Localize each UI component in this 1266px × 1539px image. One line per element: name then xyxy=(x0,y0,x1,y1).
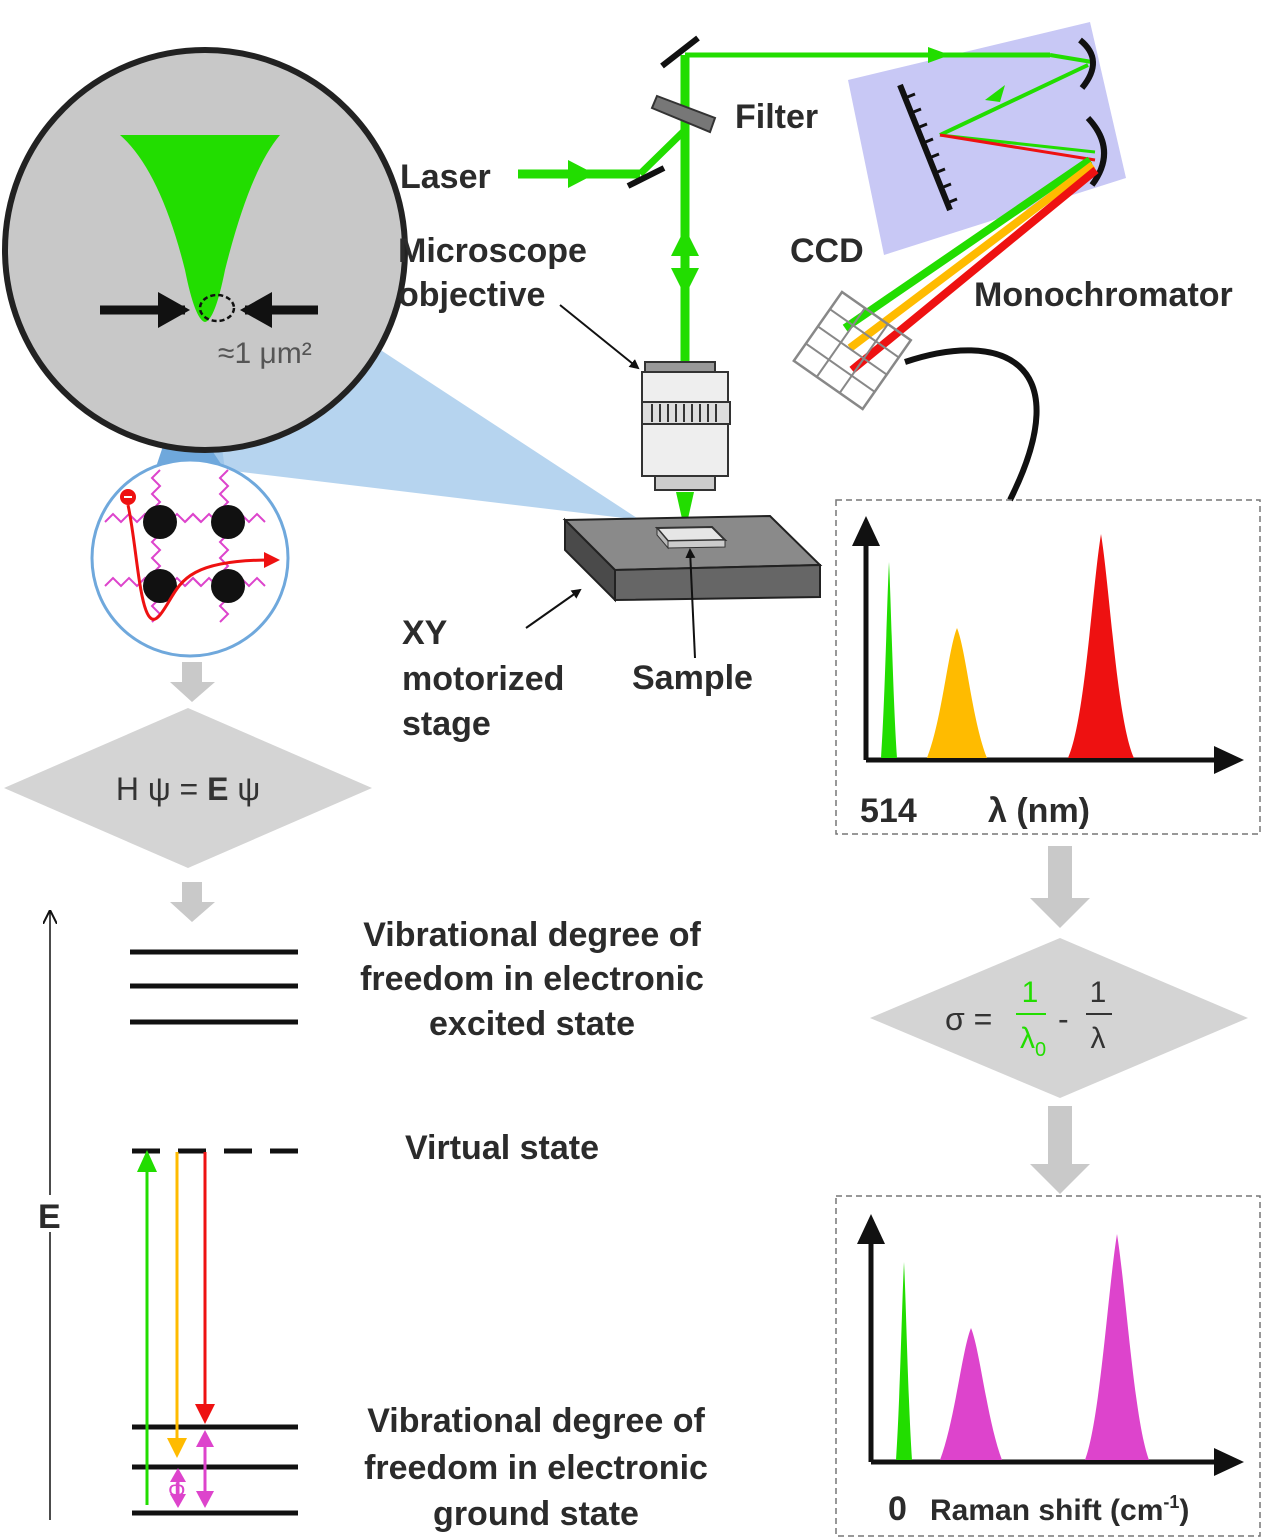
x-axis-label: λ (nm) xyxy=(988,792,1090,830)
peak-laser xyxy=(881,562,897,758)
spectrum-frame xyxy=(835,1195,1261,1537)
gray-arrow-down xyxy=(170,662,215,702)
atom xyxy=(211,505,245,539)
atom xyxy=(143,569,177,603)
mirror-top xyxy=(660,35,700,69)
filter xyxy=(650,94,717,134)
xy-label-line2: motorized xyxy=(402,660,564,698)
pointer-stage xyxy=(525,588,582,629)
energy-axis-label: E xyxy=(38,1198,61,1236)
focused-beam xyxy=(120,135,280,322)
x-tick-label: 514 xyxy=(860,792,917,830)
optical-setup: Laser Filter Microscope objective CCD Mo… xyxy=(398,22,1233,743)
xy-label-line1: XY xyxy=(402,614,448,652)
sigma-den1: λ0 xyxy=(1020,1022,1046,1061)
mirror-laser xyxy=(626,165,666,189)
xy-label-line3: stage xyxy=(402,705,491,743)
atom xyxy=(211,569,245,603)
peak-raman-1 xyxy=(940,1328,1002,1460)
peak-raman-2 xyxy=(1085,1234,1149,1460)
pointer-sample xyxy=(685,548,696,659)
sigma-num2: 1 xyxy=(1090,976,1107,1009)
sigma-diamond xyxy=(870,938,1248,1098)
peak-rayleigh xyxy=(896,1262,912,1460)
x-tick-label: 0 xyxy=(888,1490,907,1528)
sigma-den2: λ xyxy=(1091,1022,1106,1055)
microscope-label-line2: objective xyxy=(398,276,545,314)
beam-yellow-ccd xyxy=(847,161,1096,352)
phi-label: Φ xyxy=(168,1478,186,1503)
ground-label-line2: freedom in electronic xyxy=(364,1449,708,1487)
laser-label: Laser xyxy=(400,158,491,196)
sigma-minus: - xyxy=(1058,1001,1069,1037)
raman-spectrum-panel: 0 Raman shift (cm-1) xyxy=(835,1195,1261,1537)
microscope-label-line1: Microscope xyxy=(398,232,587,270)
wavelength-spectrum-panel: 514 λ (nm) xyxy=(835,499,1261,835)
pointer-objective xyxy=(559,304,640,370)
beam-red-ccd xyxy=(849,166,1099,374)
spectrum-frame xyxy=(835,499,1261,835)
excited-label-line1: Vibrational degree of xyxy=(363,916,701,954)
excited-label-line2: freedom in electronic xyxy=(360,960,704,998)
grating-teeth xyxy=(904,92,958,205)
mono-mirror-2 xyxy=(1085,115,1108,187)
monochromator-label: Monochromator xyxy=(974,276,1233,314)
gray-arrow-down xyxy=(170,882,215,922)
spot-size-label: ≈1 μm² xyxy=(218,337,312,370)
flow-right: σ = 1 λ0 - 1 λ xyxy=(870,846,1248,1194)
virtual-state-label: Virtual state xyxy=(405,1129,599,1167)
schrodinger-diamond xyxy=(4,708,372,868)
sigma-num1: 1 xyxy=(1022,976,1039,1009)
laser-spot-magnifier: ≈1 μm² xyxy=(2,47,640,520)
peak-red xyxy=(1068,534,1134,758)
beam-green-ccd xyxy=(842,156,1093,332)
atom xyxy=(143,505,177,539)
lattice-circle xyxy=(90,458,290,658)
ccd-cable xyxy=(904,347,1040,502)
excited-label-line3: excited state xyxy=(429,1005,635,1043)
gray-arrow-down xyxy=(1030,846,1090,928)
filter-label: Filter xyxy=(735,98,818,136)
xy-stage xyxy=(562,514,823,603)
gray-arrow-down xyxy=(1030,1106,1090,1194)
ground-label-line1: Vibrational degree of xyxy=(367,1402,705,1440)
microscope-objective xyxy=(641,361,731,491)
ccd-detector xyxy=(792,290,913,411)
ccd-label: CCD xyxy=(790,232,864,270)
sample-label: Sample xyxy=(632,659,753,697)
spot-outline xyxy=(198,293,236,323)
energy-level-diagram: E Φ Vibrational degree of freedom in ele… xyxy=(38,912,708,1533)
sample xyxy=(654,525,728,543)
ground-label-line3: ground state xyxy=(433,1495,639,1533)
flow-left: H ψ = E ψ xyxy=(4,662,372,922)
lattice-inset xyxy=(90,458,290,658)
peak-yellow xyxy=(927,628,987,758)
mono-mirror-1 xyxy=(1078,37,1096,90)
schrodinger-equation: H ψ = E ψ xyxy=(116,771,260,807)
sigma-lhs: σ = xyxy=(945,1001,992,1037)
x-axis-label: Raman shift (cm-1) xyxy=(930,1492,1189,1527)
electron-path xyxy=(126,504,271,621)
